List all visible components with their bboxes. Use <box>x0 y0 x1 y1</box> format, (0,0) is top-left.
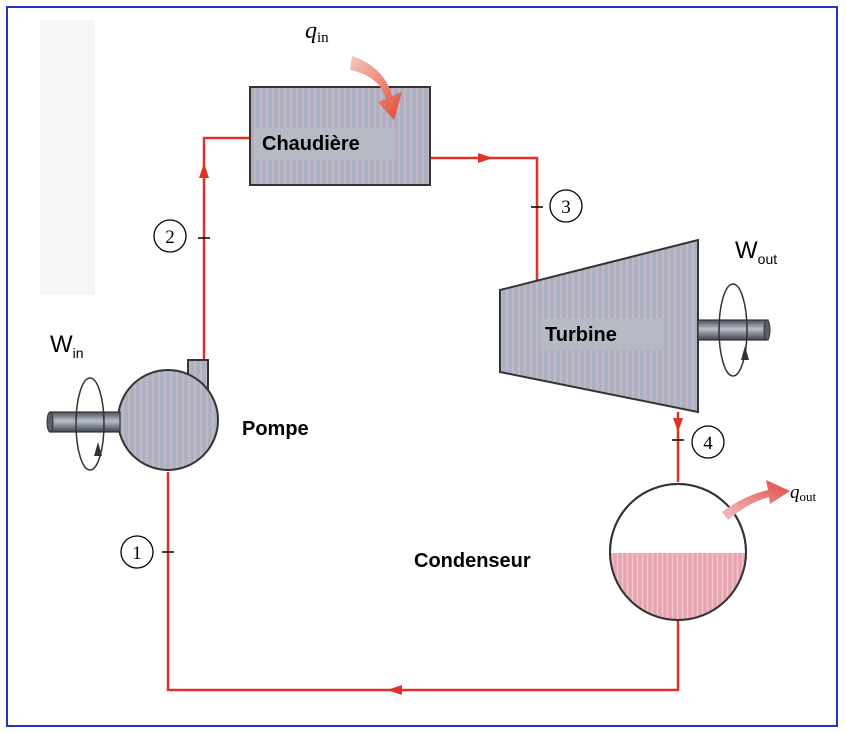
boiler-label: Chaudière <box>262 133 360 155</box>
flow-arrow-up <box>199 163 209 178</box>
pump <box>117 369 219 471</box>
heat-in-arrow <box>350 56 402 120</box>
flow-arrow-down <box>673 418 683 432</box>
state-ticks <box>162 206 684 553</box>
scan-artifact <box>40 20 95 295</box>
condensate-liquid <box>610 553 746 620</box>
state-3-label: 3 <box>561 197 571 218</box>
state-1-label: 1 <box>132 543 142 564</box>
w-out-label: Wout <box>735 237 777 267</box>
turbine-rotation-icon <box>718 283 748 377</box>
condenser-label: Condenseur <box>414 550 531 572</box>
state-2-label: 2 <box>165 227 175 248</box>
heat-out-arrow <box>722 480 790 520</box>
state-3-marker: 3 <box>549 189 583 223</box>
pump-rotation-icon <box>75 377 105 471</box>
pipe-pump-to-boiler <box>202 136 250 360</box>
flow-arrow-right <box>478 153 493 163</box>
state-markers: 2 3 4 1 <box>120 189 725 569</box>
pump-label: Pompe <box>242 418 309 440</box>
flow-arrows <box>199 153 683 695</box>
q-out-label: qout <box>790 482 817 504</box>
boiler-label-bg <box>256 128 396 160</box>
state-2-marker: 2 <box>153 219 187 253</box>
turbine-label: Turbine <box>545 324 617 346</box>
pump-shaft <box>49 411 121 433</box>
w-in-label: Win <box>50 331 84 361</box>
state-4-label: 4 <box>703 433 713 454</box>
q-in-label: qin <box>305 18 329 46</box>
state-1-marker: 1 <box>120 535 154 569</box>
flow-arrow-left <box>387 685 402 695</box>
turbine-shaft <box>697 319 769 341</box>
pipe-condenser-to-pump <box>166 472 680 692</box>
pipe-network <box>166 136 680 692</box>
pipe-boiler-to-turbine <box>430 156 539 290</box>
turbine-label-bg <box>540 318 664 350</box>
state-4-marker: 4 <box>691 425 725 459</box>
